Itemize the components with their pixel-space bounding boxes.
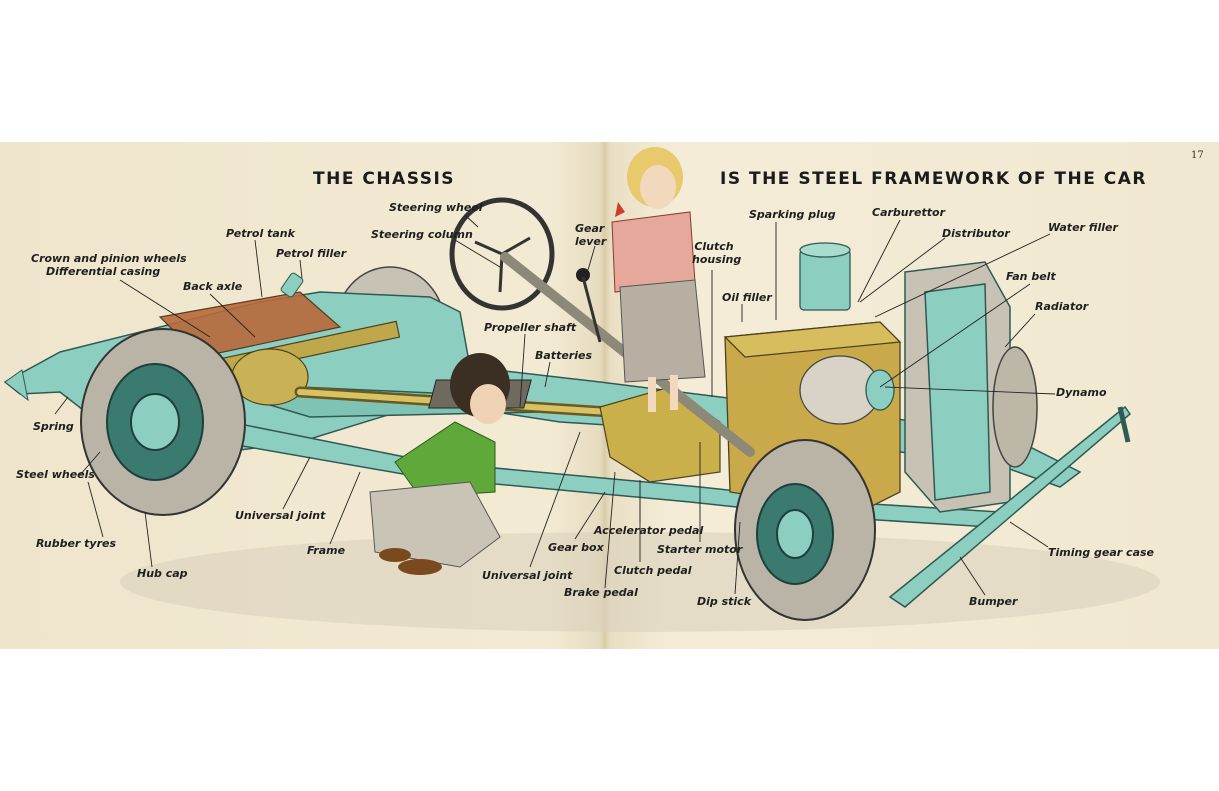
girl-figure [611,147,706,412]
label-distributor: Distributor [942,227,1010,240]
label-hub-cap: Hub cap [137,567,188,580]
page-heading-left: THE CHASSIS [313,169,456,189]
rear-near-wheel [80,328,246,516]
label-sparking-plug: Sparking plug [749,208,836,221]
label-carburettor: Carburettor [872,206,946,219]
label-timing-gear-case: Timing gear case [1048,546,1155,559]
radiator [904,261,1038,513]
label-gear-lever: Gear lever [575,222,607,248]
label-clutch-housing-line2: housing [692,253,742,266]
label-radiator: Radiator [1035,300,1089,313]
label-petrol-tank: Petrol tank [226,227,295,240]
label-starter-motor: Starter motor [657,543,743,556]
bumper [888,405,1132,608]
label-steel-wheels: Steel wheels [16,468,95,481]
boy-figure [369,353,510,575]
label-batteries: Batteries [535,349,592,362]
page-heading-right: IS THE STEEL FRAMEWORK OF THE CAR [720,169,1147,189]
label-clutch-pedal: Clutch pedal [614,564,692,577]
label-steering-column: Steering column [371,228,473,241]
label-bumper: Bumper [969,595,1018,608]
label-frame: Frame [307,544,346,557]
label-steering-wheel: Steering wheel [389,201,483,214]
label-spring: Spring [33,420,74,433]
label-dip-stick: Dip stick [697,595,752,608]
label-accelerator-pedal: Accelerator pedal [594,524,704,537]
label-universal-joint-rear: Universal joint [235,509,326,522]
label-oil-filler: Oil filler [722,291,772,304]
label-water-filler: Water filler [1048,221,1118,234]
label-petrol-filler: Petrol filler [276,247,347,260]
label-rubber-tyres: Rubber tyres [36,537,117,550]
label-brake-pedal: Brake pedal [564,586,638,599]
chassis-illustration [3,147,1160,632]
front-near-wheel [734,439,876,621]
label-propeller-shaft: Propeller shaft [484,321,577,334]
label-back-axle: Back axle [183,280,243,293]
book-spread: THE CHASSIS IS THE STEEL FRAMEWORK OF TH… [0,142,1219,649]
label-clutch-housing-line1: Clutch [694,240,734,253]
label-clutch-housing: Clutch housing [692,240,742,266]
label-gear-box: Gear box [548,541,604,554]
label-differential-casing: Differential casing [46,265,161,278]
back-axle [199,320,401,406]
label-gear-lever-line2: lever [575,235,607,248]
label-crown-pinion: Crown and pinion wheels [31,252,187,265]
label-fan-belt: Fan belt [1006,270,1056,283]
page-number: 17 [1191,150,1204,161]
gear-lever-knob [576,268,590,282]
label-gear-lever-line1: Gear [575,222,605,235]
petrol-filler-cap [280,272,304,298]
leader-lines [54,215,1056,596]
label-universal-joint-front: Universal joint [482,569,573,582]
label-dynamo: Dynamo [1056,386,1107,399]
